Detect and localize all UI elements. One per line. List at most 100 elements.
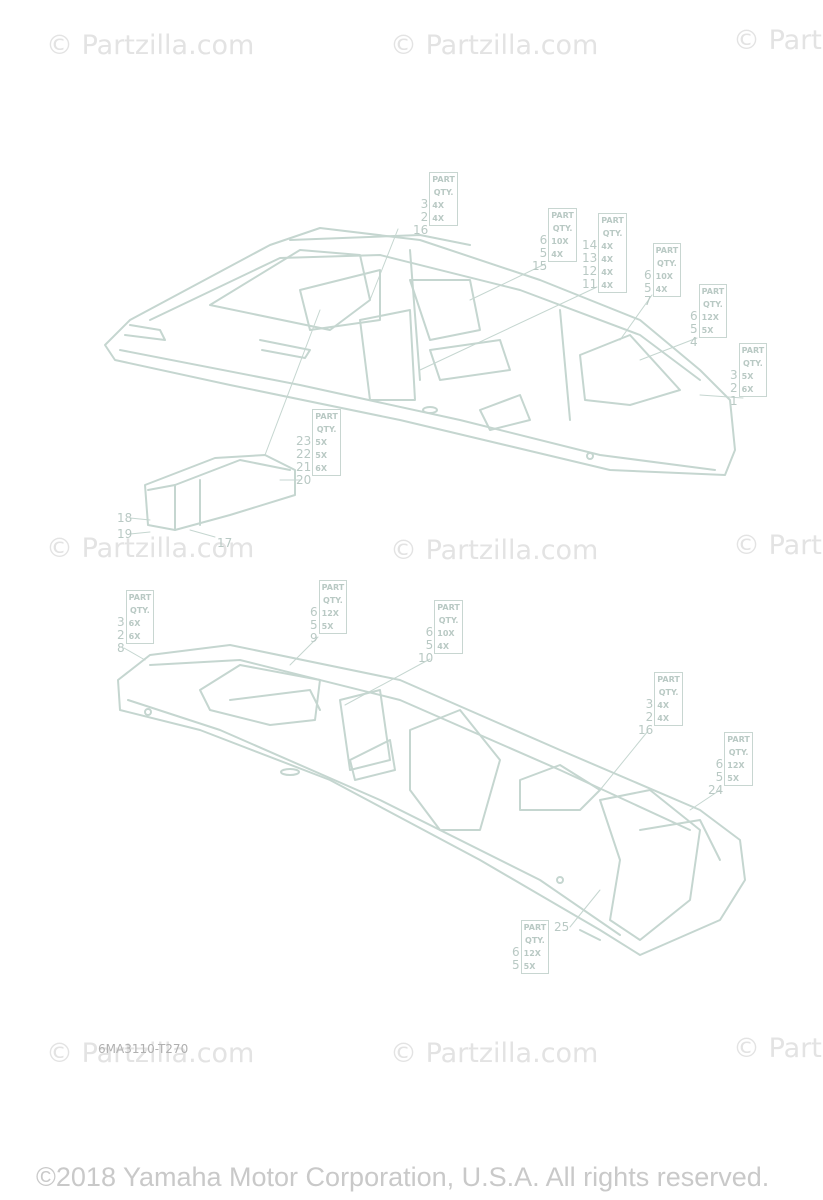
watermark: © Partzilla.com [46,533,255,564]
table-header: PART [655,246,679,255]
part-number: 24 [708,783,724,797]
quantity: 12X [727,761,745,770]
part-number: 18 [117,511,133,525]
table-header: PART [432,175,455,184]
watermark: © Partz [733,1033,823,1064]
part-number: 3 [645,697,654,711]
part-number: 16 [638,723,654,737]
quantity: 10X [655,272,673,281]
table-header: QTY. [743,359,763,368]
part-number: 5 [690,322,698,336]
part-number: 2 [117,628,125,642]
upper-leader-lines [129,228,744,538]
watermark: © Partzilla.com [390,1038,599,1069]
upper-boat-hull [104,227,736,476]
quantity: 6X [315,464,328,473]
part-number: 4 [690,335,698,349]
quantity: 4X [601,242,614,251]
copyright-notice: ©2018 Yamaha Motor Corporation, U.S.A. A… [36,1162,770,1192]
table-header: PART [523,923,547,932]
watermark: © Partzilla.com [390,535,599,566]
part-number: 5 [512,958,520,972]
quantity: 6X [128,632,141,641]
quantity: 4X [601,281,614,290]
part-number: 3 [117,615,125,629]
table-header: PART [741,346,765,355]
part-number: 5 [310,618,318,632]
removable-seat [144,454,296,531]
table-header: PART [727,735,750,744]
quantity: 12X [523,949,541,958]
part-number: 15 [532,259,548,273]
table-header: QTY. [657,259,677,268]
part-number: 2 [645,710,654,724]
part-number: 21 [296,460,312,474]
part-number: 6 [644,268,652,282]
table-header: QTY. [433,188,454,197]
watermark: © Partzilla.com [46,30,255,61]
part-number: 16 [413,223,429,237]
part-number: 3 [730,368,738,382]
quantity: 6X [741,385,754,394]
lower-boat-hull [117,644,746,956]
part-number: 5 [715,770,724,784]
part-number: 20 [296,473,312,487]
part-number: 17 [217,536,233,550]
quantity: 5X [315,451,328,460]
part-number: 10 [418,651,434,665]
quantity: 4X [655,285,668,294]
quantity: 10X [437,629,455,638]
table-header: QTY. [703,300,723,309]
quantity: 4X [432,201,445,210]
quantity: 10X [551,237,569,246]
part-number: 6 [425,625,434,639]
table-header: QTY. [602,229,623,238]
table-header: PART [321,583,345,592]
part-number: 5 [425,638,434,652]
part-number: 3 [420,197,429,211]
part-number: 23 [296,434,312,448]
quantity: 5X [741,372,754,381]
part-number: 6 [690,309,698,323]
table-header: PART [315,412,338,421]
table-header: QTY. [728,748,749,757]
part-number: 13 [582,251,598,265]
part-number: 25 [554,920,570,934]
part-number: 7 [644,294,652,308]
table-header: PART [657,675,680,684]
table-header: QTY. [658,688,679,697]
quantity: 12X [701,313,719,322]
table-header: QTY. [316,425,337,434]
table-header: PART [701,287,725,296]
part-number: 19 [117,527,133,541]
quantity: 12X [321,609,339,618]
quantity: 4X [551,250,564,259]
quantity: 5X [315,438,328,447]
part-number: 6 [310,605,318,619]
part-number: 2 [420,210,429,224]
quantity: 4X [432,214,445,223]
part-number: 6 [539,233,548,247]
watermark: © Partzilla.com [46,1038,255,1069]
quantity: 6X [128,619,141,628]
part-number: 8 [117,641,125,655]
watermark: © Partz [733,530,823,561]
part-number: 22 [296,447,312,461]
quantity: 4X [657,714,670,723]
part-number: 5 [539,246,548,260]
part-number: 6 [715,757,724,771]
lower-leader-lines [123,636,721,928]
quantity: 5X [523,962,536,971]
part-number: 14 [582,238,598,252]
part-number: 11 [582,277,598,291]
